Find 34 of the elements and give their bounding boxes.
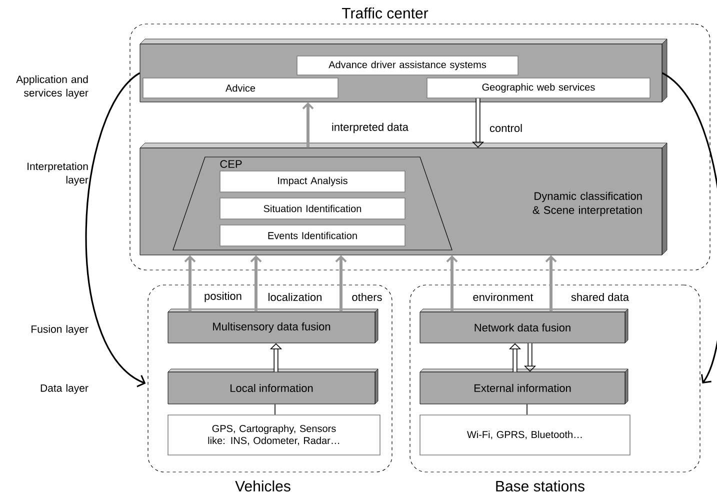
arrow	[85, 72, 146, 388]
text-box: Geographic web services	[426, 78, 650, 98]
region-title: Base stations	[492, 478, 588, 494]
layer-label: Data layer	[40, 384, 88, 394]
arrow	[184, 255, 196, 312]
edge-label: localization	[266, 291, 324, 303]
text-box: Advance driver assistance systems	[296, 56, 518, 76]
region-title: Vehicles	[233, 478, 293, 494]
edge-label: environment	[471, 291, 535, 303]
text-box: Situation Identification	[220, 198, 406, 220]
arrow	[662, 72, 717, 384]
edge-label: others	[350, 291, 384, 303]
arrow	[250, 255, 262, 312]
layer-label: Interpretation layer	[28, 162, 88, 186]
edge-label: interpreted data	[330, 121, 410, 135]
layer-label: Application and services layer	[16, 75, 88, 99]
layer-label: Fusion layer	[32, 325, 88, 335]
layer-box: Local information	[168, 368, 378, 404]
text-box: Advice	[142, 78, 338, 98]
region-title: Traffic center	[340, 6, 430, 20]
arrow	[302, 102, 314, 148]
text-box: Impact Analysis	[220, 170, 406, 192]
layer-box: External information	[420, 368, 628, 404]
arrow	[446, 255, 458, 312]
layer-box: Multisensory data fusion	[168, 308, 378, 344]
arrow	[335, 255, 347, 312]
layer-box: Network data fusion	[420, 308, 628, 344]
text-box: Events Identification	[220, 224, 406, 246]
text-box: GPS, Cartography, Sensors like: INS, Odometer, Radar…	[168, 414, 380, 456]
edge-label: position	[202, 290, 244, 304]
edge-label: control	[488, 122, 524, 134]
edge-label: shared data	[569, 291, 631, 303]
arrow	[545, 255, 557, 312]
text-box: Wi-Fi, GPRS, Bluetooth…	[420, 414, 630, 456]
